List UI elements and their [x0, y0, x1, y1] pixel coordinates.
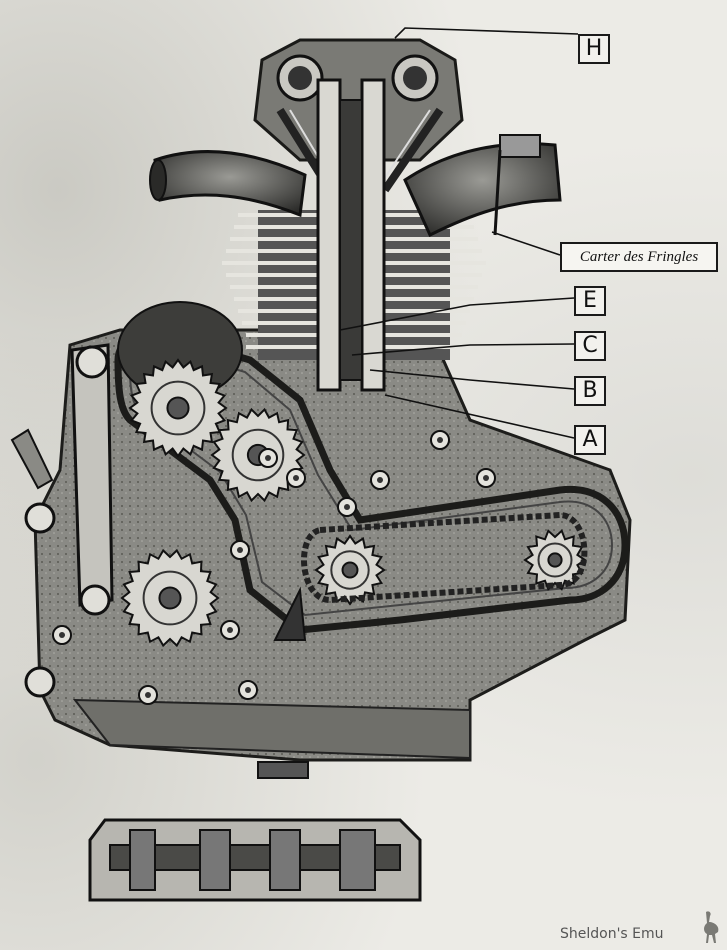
kickstart-lever — [10, 343, 114, 616]
callout-label-h: H — [578, 34, 610, 64]
carter-des-fringles-label: Carter des Fringles — [560, 242, 718, 272]
bolt-center — [59, 632, 65, 638]
gear-hub — [166, 396, 190, 420]
exhaust-port — [403, 134, 562, 238]
leader-lines — [339, 27, 579, 439]
callout-label-a: A — [574, 425, 606, 455]
bolt-center — [377, 477, 383, 483]
watermark-text: Sheldon's Emu — [560, 926, 664, 942]
bolt-center — [293, 475, 299, 481]
gear-hub-ring — [150, 380, 206, 436]
callout-label-e: E — [574, 286, 606, 316]
gear-hub — [158, 586, 182, 610]
bolt-center — [145, 692, 151, 698]
bolt-center — [437, 437, 443, 443]
crankcase-bolts — [52, 430, 496, 705]
emu-icon — [704, 911, 719, 943]
gear-hub — [547, 552, 563, 568]
bolt-center — [237, 547, 243, 553]
gear-hub-ring — [537, 542, 573, 578]
bolt-center — [227, 627, 233, 633]
callout-label-b: B — [574, 376, 606, 406]
bolt-center — [265, 455, 271, 461]
bolt-center — [344, 504, 350, 510]
bolt-center — [245, 687, 251, 693]
drive-chain — [301, 511, 588, 604]
crankcase-plan-view — [88, 818, 422, 902]
inlet-port — [149, 150, 307, 218]
pushrod-tubes — [316, 78, 386, 392]
gear-hub-ring — [231, 428, 285, 482]
callout-label-c: C — [574, 331, 606, 361]
cylinder-fins — [222, 210, 486, 360]
oil-feed-pipe — [24, 502, 309, 779]
gear-hub — [341, 561, 359, 579]
timing-gears — [120, 358, 587, 648]
gear-hub-ring — [142, 570, 198, 626]
bolt-center — [483, 475, 489, 481]
gear-hub-ring — [330, 550, 370, 590]
